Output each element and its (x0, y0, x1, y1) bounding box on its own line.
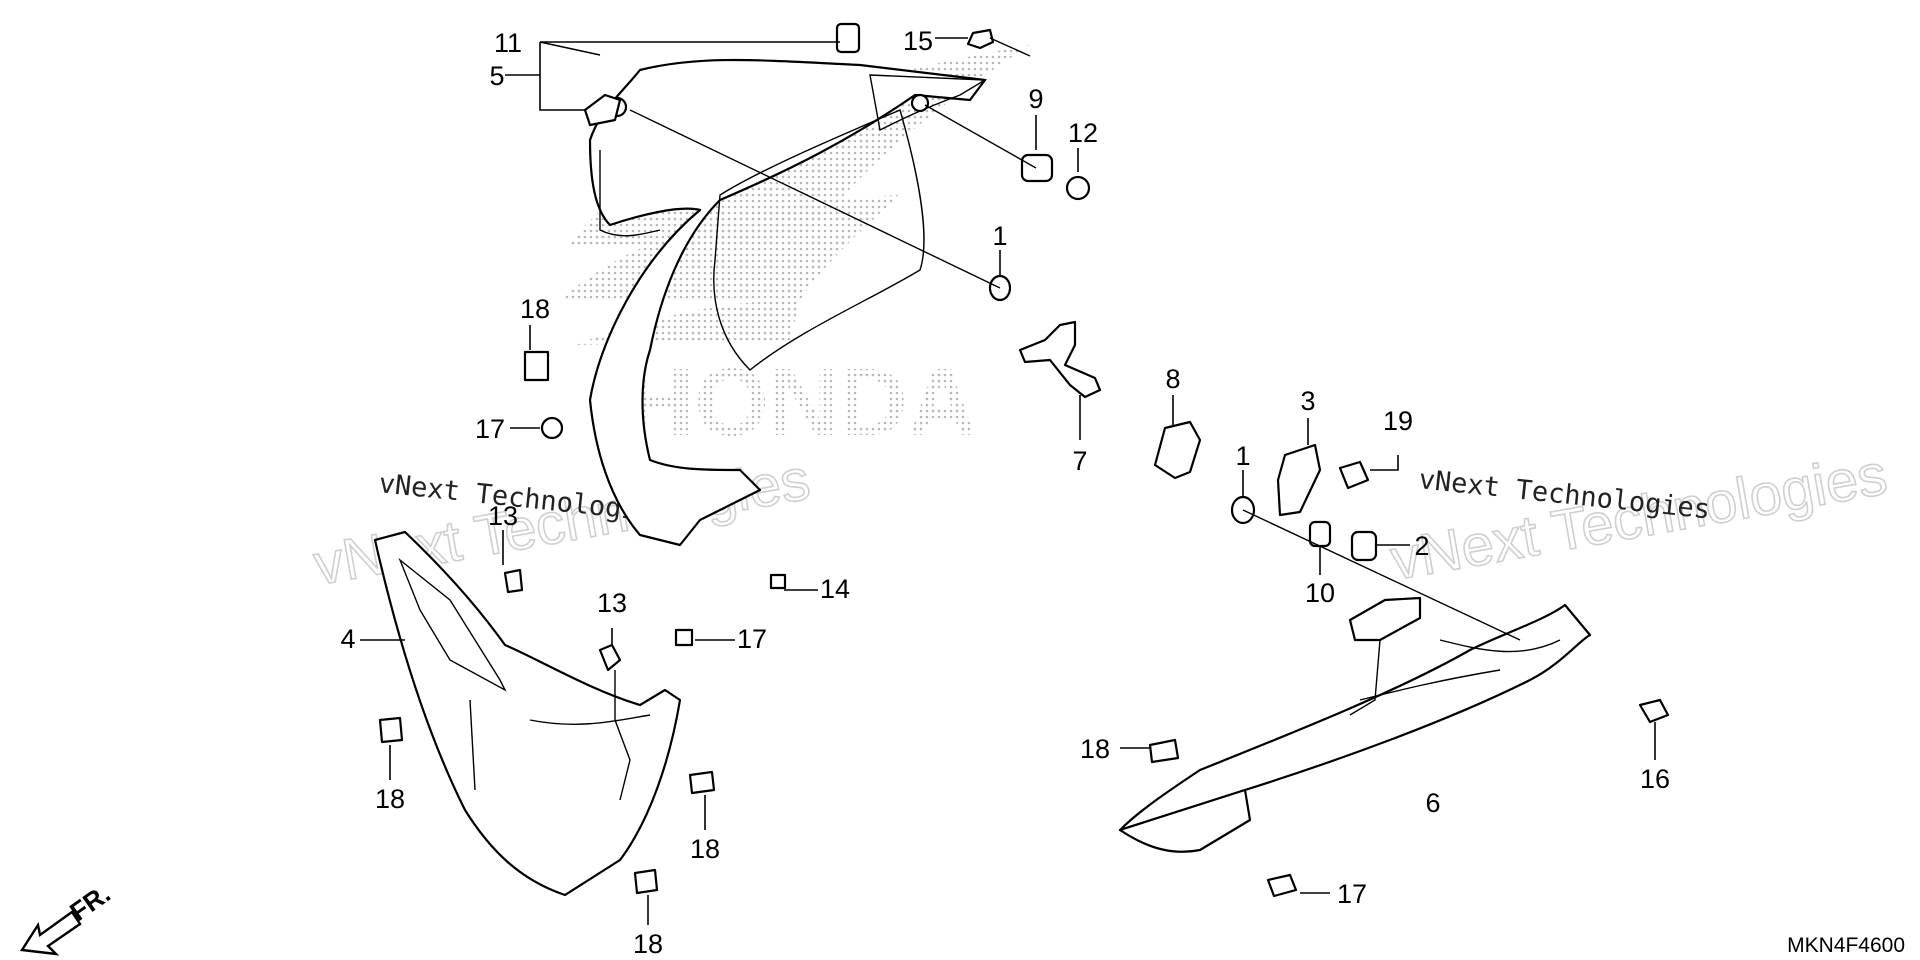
bolt-19 (1338, 460, 1370, 490)
left-side-cowl (373, 530, 682, 897)
callout-14: 14 (820, 574, 850, 604)
callout-labels: 11 5 15 9 12 1 18 17 7 13 4 14 17 13 18 … (340, 26, 1670, 959)
screw-16 (1638, 698, 1670, 724)
callout-9: 9 (1028, 84, 1043, 114)
clip-13 (598, 643, 622, 672)
arrow-icon (19, 910, 82, 956)
callout-11: 11 (494, 28, 522, 58)
callout-13-upper: 13 (488, 501, 518, 531)
callout-19: 19 (1383, 406, 1413, 436)
callout-18-upper: 18 (520, 294, 550, 324)
plate-3 (1276, 443, 1322, 517)
callout-3: 3 (1300, 386, 1315, 416)
stay-bracket-7 (1018, 320, 1102, 399)
callout-17-upper: 17 (475, 414, 505, 444)
callout-1-upper: 1 (992, 221, 1007, 251)
callout-15: 15 (903, 26, 933, 56)
screw-17-bottom (1266, 873, 1298, 898)
leader-lines (360, 37, 1656, 925)
callout-18-bottom: 18 (633, 929, 663, 959)
callout-16: 16 (1640, 764, 1670, 794)
grommet-9 (1020, 153, 1054, 183)
clip-18-right (1148, 738, 1180, 764)
hardware (378, 22, 1670, 898)
callout-5: 5 (489, 61, 504, 91)
screw-14 (769, 573, 787, 590)
callout-10: 10 (1305, 578, 1335, 608)
clip-18-upper (523, 350, 550, 382)
grommet-2 (1350, 530, 1378, 562)
callout-18-left: 18 (375, 784, 405, 814)
nut-13-left (503, 568, 524, 594)
clip-18-mid (688, 770, 716, 795)
callout-8: 8 (1165, 364, 1180, 394)
front-direction-arrow: FR. (19, 878, 116, 956)
screw-17-mid (674, 628, 694, 647)
callout-18-mid: 18 (690, 834, 720, 864)
callout-18-right: 18 (1080, 734, 1110, 764)
clip-18-bottom (633, 868, 659, 895)
bracket-8 (1153, 420, 1202, 480)
upper-inner-cowl (583, 58, 988, 547)
screw-17-left (540, 416, 564, 440)
callout-17-mid: 17 (737, 624, 767, 654)
bolt-15-head (966, 28, 995, 50)
honda-brand-text: HONDA (625, 349, 977, 456)
callout-17-bottom: 17 (1337, 879, 1367, 909)
catalog-code: MKN4F4600 (1787, 934, 1905, 957)
clip-18-left (378, 716, 404, 744)
nut-11 (835, 22, 861, 54)
callout-2: 2 (1414, 531, 1429, 561)
callout-12: 12 (1068, 118, 1098, 148)
callout-6: 6 (1425, 788, 1440, 818)
callout-4: 4 (340, 624, 355, 654)
callout-1-right: 1 (1235, 441, 1250, 471)
collar-12 (1065, 175, 1091, 201)
under-cowl (1118, 596, 1592, 853)
callout-13-mid: 13 (597, 588, 627, 618)
callout-7: 7 (1072, 446, 1087, 476)
